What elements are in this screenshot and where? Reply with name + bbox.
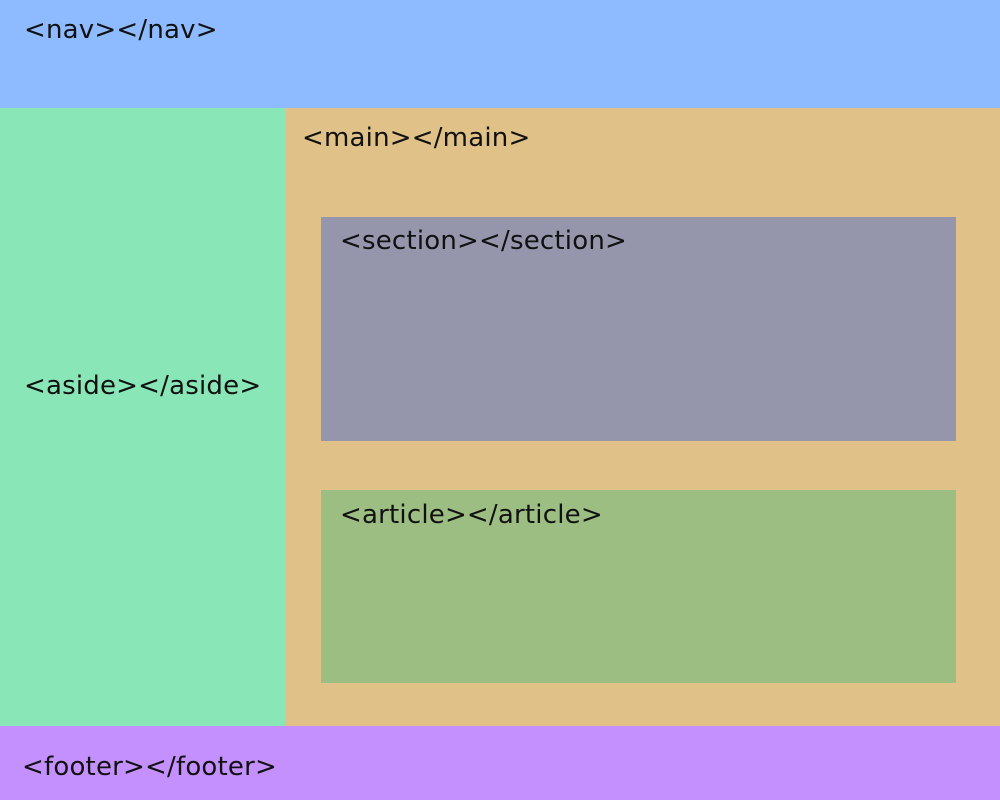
nav-label: <nav></nav> [24, 15, 218, 45]
aside-block: <aside></aside> [0, 108, 286, 726]
footer-label: <footer></footer> [22, 752, 277, 782]
main-label: <main></main> [302, 123, 531, 153]
section-block: <section></section> [321, 217, 956, 441]
section-label: <section></section> [340, 226, 627, 256]
main-block: <main></main> <section></section> <artic… [286, 108, 1000, 726]
article-label: <article></article> [340, 500, 603, 530]
aside-label: <aside></aside> [24, 371, 262, 401]
nav-block: <nav></nav> [0, 0, 1000, 108]
footer-block: <footer></footer> [0, 726, 1000, 800]
article-block: <article></article> [321, 490, 956, 683]
